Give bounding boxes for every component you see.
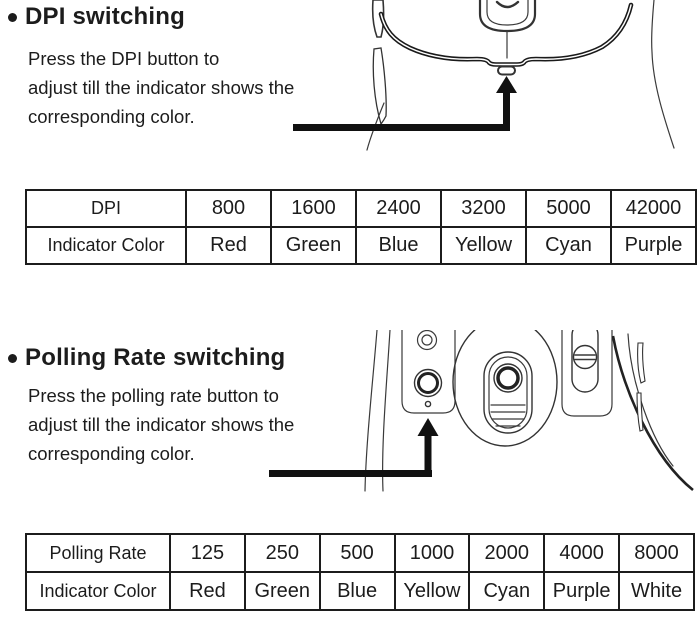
button-panel-outline [401,330,456,414]
table-cell: Red [169,571,246,611]
table-cell: 8000 [618,533,695,573]
table-cell: Blue [355,226,442,265]
table-cell: Red [185,226,272,265]
indicator-led-dot [424,400,432,408]
dpi-table: DPI 800 1600 2400 3200 5000 42000 Indica… [25,189,697,265]
table-cell: Yellow [393,571,471,611]
right-side-button-shape [636,392,644,432]
table-cell: Indicator Color [25,571,171,611]
section-description-polling: Press the polling rate button to adjust … [28,381,294,468]
table-cell: Purple [543,571,621,611]
table-cell: 1000 [393,533,471,573]
table-cell: Cyan [525,226,612,265]
description-line: adjust till the indicator shows the [28,77,295,98]
sensor-shape [452,330,558,447]
section-title-dpi: DPI switching [25,3,185,30]
table-cell: 250 [243,533,321,573]
table-cell: Yellow [440,226,527,265]
left-button-edge [371,0,385,38]
mouse-bottom-illustration [269,330,694,492]
table-cell: Cyan [468,571,546,611]
right-body-edge [611,335,694,492]
scroll-wheel-shape [478,0,537,59]
polling-rate-table: Polling Rate 125 250 500 1000 2000 4000 … [25,533,695,611]
button-seam [378,2,634,67]
table-cell: 4000 [543,533,621,573]
table-cell: Indicator Color [25,226,187,265]
callout-arrow-icon [269,418,439,477]
table-cell: 42000 [610,189,697,228]
table-cell: 3200 [440,189,527,228]
table-row: Indicator Color Red Green Blue Yellow Cy… [25,226,697,265]
bullet-icon [8,13,17,22]
table-row: DPI 800 1600 2400 3200 5000 42000 [25,189,697,228]
section-title-polling: Polling Rate switching [25,344,286,371]
table-cell: Green [270,226,357,265]
power-switch-shape [561,330,613,417]
table-cell: 125 [169,533,246,573]
right-side-button-shape [637,342,646,384]
dpi-button-shape [497,65,516,76]
table-cell: Polling Rate [25,533,171,573]
polling-rate-button-shape [413,368,443,398]
left-body-edge [382,330,391,492]
table-cell: White [618,571,695,611]
bullet-icon [8,354,17,363]
description-line: corresponding color. [28,443,195,464]
mouse-top-illustration [293,0,675,151]
secondary-button-shape [416,330,438,351]
table-cell: Purple [610,226,697,265]
table-cell: Blue [318,571,396,611]
right-body-edge [651,0,675,149]
description-line: Press the DPI button to [28,48,220,69]
description-line: corresponding color. [28,106,195,127]
table-cell: 500 [318,533,396,573]
description-line: adjust till the indicator shows the [28,414,295,435]
section-description-dpi: Press the DPI button to adjust till the … [28,44,294,131]
table-cell: 5000 [525,189,612,228]
table-cell: 2000 [468,533,546,573]
table-cell: 2400 [355,189,442,228]
table-row: Polling Rate 125 250 500 1000 2000 4000 … [25,533,695,573]
right-body-edge [627,333,674,467]
callout-arrow-icon [293,76,517,131]
table-cell: 800 [185,189,272,228]
table-cell: 1600 [270,189,357,228]
left-body-edge [364,330,378,492]
description-line: Press the polling rate button to [28,385,279,406]
table-cell: DPI [25,189,187,228]
table-row: Indicator Color Red Green Blue Yellow Cy… [25,571,695,611]
table-cell: Green [243,571,321,611]
